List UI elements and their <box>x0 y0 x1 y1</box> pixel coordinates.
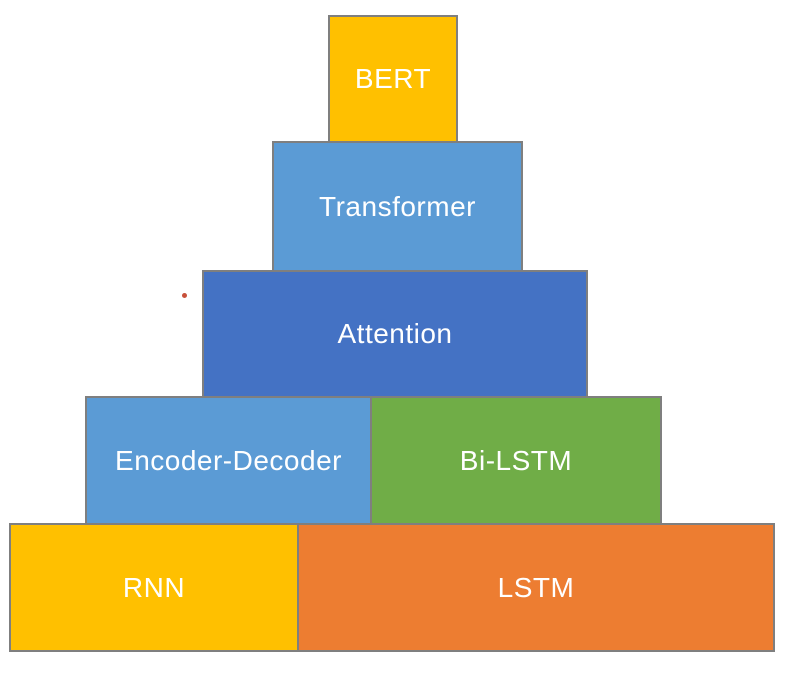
block-attention: Attention <box>202 270 588 398</box>
block-transformer-label: Transformer <box>319 190 476 222</box>
block-bi-lstm: Bi-LSTM <box>370 396 662 525</box>
block-encoder-decoder: Encoder-Decoder <box>85 396 372 525</box>
red-dot-artifact <box>182 293 187 298</box>
block-attention-label: Attention <box>337 318 453 349</box>
block-bert-label: BERT <box>354 63 432 94</box>
block-bert: BERT <box>328 15 458 143</box>
block-encoder-decoder-label: Encoder-Decoder <box>115 444 342 476</box>
block-transformer: Transformer <box>272 141 523 272</box>
block-lstm: LSTM <box>297 523 775 652</box>
block-rnn: RNN <box>9 523 299 652</box>
block-lstm-label: LSTM <box>497 571 575 603</box>
block-bi-lstm-label: Bi-LSTM <box>459 444 573 476</box>
block-rnn-label: RNN <box>122 571 186 603</box>
